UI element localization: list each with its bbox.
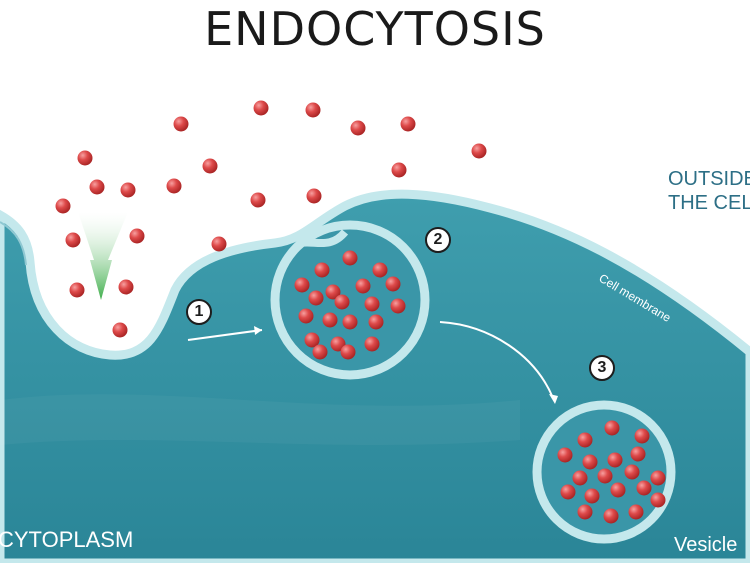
particle <box>610 482 626 498</box>
particle <box>112 322 128 338</box>
step-3-badge: 3 <box>589 355 615 381</box>
particle <box>630 446 646 462</box>
particle <box>390 298 406 314</box>
particle <box>129 228 145 244</box>
particles <box>55 100 666 524</box>
particle <box>624 464 640 480</box>
particle <box>250 192 266 208</box>
particle <box>364 336 380 352</box>
particle <box>253 100 269 116</box>
particle <box>322 312 338 328</box>
step-2-badge: 2 <box>425 227 451 253</box>
particle <box>306 188 322 204</box>
particle <box>69 282 85 298</box>
particle <box>312 344 328 360</box>
particle <box>582 454 598 470</box>
particle <box>557 447 573 463</box>
particle <box>55 198 71 214</box>
particle <box>308 290 324 306</box>
arrow-step2-to-3-icon <box>439 321 558 404</box>
particle <box>650 492 666 508</box>
step-1-badge: 1 <box>186 299 212 325</box>
particle <box>372 262 388 278</box>
particle <box>560 484 576 500</box>
particle <box>325 284 341 300</box>
vesicle-label: Vesicle <box>674 534 738 556</box>
particle <box>577 504 593 520</box>
outside-label-line2: THE CELL <box>668 192 750 214</box>
particle <box>628 504 644 520</box>
particle <box>166 178 182 194</box>
particle <box>211 236 227 252</box>
particle <box>118 279 134 295</box>
particle <box>173 116 189 132</box>
particle <box>355 278 371 294</box>
particle <box>89 179 105 195</box>
particle <box>584 488 600 504</box>
particle <box>342 250 358 266</box>
particle <box>314 262 330 278</box>
arrow-step1-to-2-icon <box>187 326 263 341</box>
particle <box>604 420 620 436</box>
particle <box>634 428 650 444</box>
particle <box>650 470 666 486</box>
particle <box>294 277 310 293</box>
particle <box>597 468 613 484</box>
particle <box>636 480 652 496</box>
particle <box>298 308 314 324</box>
particle <box>342 314 358 330</box>
particle <box>400 116 416 132</box>
particle <box>607 452 623 468</box>
particle <box>368 314 384 330</box>
particle <box>471 143 487 159</box>
page-title: ENDOCYTOSIS <box>204 2 546 56</box>
particle <box>340 344 356 360</box>
particle <box>350 120 366 136</box>
particle <box>304 332 320 348</box>
outside-label-line1: OUTSIDE <box>668 168 750 190</box>
particle <box>391 162 407 178</box>
entry-arrow-icon <box>78 212 128 300</box>
particle <box>572 470 588 486</box>
particle <box>65 232 81 248</box>
particle <box>330 336 346 352</box>
particle <box>120 182 136 198</box>
particle <box>364 296 380 312</box>
particle <box>334 294 350 310</box>
particle <box>577 432 593 448</box>
particle <box>385 276 401 292</box>
particle <box>603 508 619 524</box>
particle <box>305 102 321 118</box>
cytoplasm-label: CYTOPLASM <box>0 527 134 552</box>
particle <box>77 150 93 166</box>
particle <box>202 158 218 174</box>
